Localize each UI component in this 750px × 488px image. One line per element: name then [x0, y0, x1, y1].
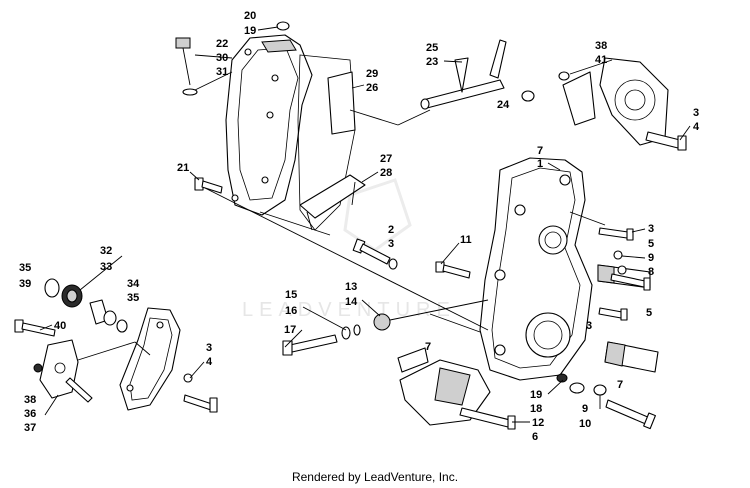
callout-3-right: 3 [648, 223, 654, 235]
sprocket-cover [119, 307, 181, 411]
cover-handle [299, 174, 366, 219]
callout-14: 14 [345, 296, 358, 308]
callout-23: 23 [426, 56, 438, 68]
callout-21: 21 [177, 162, 189, 174]
callout-30: 30 [216, 52, 228, 64]
callout-4-left: 4 [206, 356, 213, 368]
callout-37: 37 [24, 422, 36, 434]
vent-plug [276, 21, 290, 31]
callout-16: 16 [285, 305, 297, 317]
callout-3-center: 3 [388, 238, 394, 250]
cover-bolt-21 [194, 177, 223, 194]
chaincase-cover [225, 34, 313, 216]
drain-plug [556, 373, 585, 394]
callout-34: 34 [127, 278, 140, 290]
left-bearing-stack [44, 278, 128, 333]
tensioner-bolt [459, 407, 516, 430]
callout-labels: 20 19 22 30 31 25 23 38 41 29 26 24 3 4 … [19, 10, 700, 443]
callout-38-left: 38 [24, 394, 36, 406]
callout-41: 41 [595, 54, 607, 66]
callout-9-lower: 9 [582, 403, 588, 415]
case-bolts-right [598, 227, 651, 321]
watermark-text: LEADVENTURE [242, 299, 456, 321]
callout-39: 39 [19, 278, 31, 290]
callout-35-right: 35 [127, 292, 139, 304]
callout-12: 12 [532, 417, 544, 429]
callout-32: 32 [100, 245, 112, 257]
case-bolt-11 [435, 261, 471, 279]
left-bracket [33, 339, 79, 399]
callout-38: 38 [595, 40, 607, 52]
callout-9-right: 9 [648, 252, 654, 264]
callout-15: 15 [285, 289, 297, 301]
callout-8: 8 [648, 266, 654, 278]
lower-case-bolt [593, 384, 656, 430]
sprocket-cover-bolt [183, 373, 218, 413]
callout-7-plate: 7 [425, 341, 431, 353]
callout-31: 31 [216, 66, 228, 78]
chain-tensioner-block [399, 359, 491, 426]
callout-13: 13 [345, 281, 357, 293]
callout-35-left: 35 [19, 262, 31, 274]
callout-7-top: 7 [537, 145, 543, 157]
shift-shaft [420, 39, 535, 110]
watermark-logo: LEADVENTURE [242, 178, 456, 321]
cap-bolt [645, 131, 687, 151]
callout-40: 40 [54, 320, 66, 332]
callout-22: 22 [216, 38, 228, 50]
callout-24: 24 [497, 99, 510, 111]
drop-case [479, 157, 593, 381]
callout-5-lower: 5 [646, 307, 652, 319]
callout-19-drain: 19 [530, 389, 542, 401]
callout-4-top: 4 [693, 121, 700, 133]
callout-7-right: 7 [617, 379, 623, 391]
callout-28: 28 [380, 167, 392, 179]
callout-17: 17 [284, 324, 296, 336]
callout-3-left: 3 [206, 342, 212, 354]
callout-26: 26 [366, 82, 378, 94]
callout-3-case: 3 [586, 320, 592, 332]
callout-11: 11 [460, 234, 472, 246]
upper-center-bolt [352, 238, 398, 270]
guide-plate [397, 347, 429, 373]
callout-3-top: 3 [693, 107, 699, 119]
chaincase-gasket [297, 54, 356, 231]
callout-36: 36 [24, 408, 36, 420]
callout-1: 1 [537, 158, 543, 170]
callout-20: 20 [244, 10, 256, 22]
callout-2: 2 [388, 224, 394, 236]
callout-25: 25 [426, 42, 438, 54]
callout-19: 19 [244, 25, 256, 37]
callout-5-right: 5 [648, 238, 654, 250]
callout-18: 18 [530, 403, 542, 415]
bracket-bolt [65, 377, 93, 403]
footer-credit: Rendered by LeadVenture, Inc. [291, 470, 459, 484]
lower-sprocket-shaft [604, 341, 659, 373]
callout-10: 10 [579, 418, 591, 430]
dipstick [175, 37, 198, 96]
callout-33: 33 [100, 261, 112, 273]
callout-27: 27 [380, 153, 392, 165]
chain-tensioner-bracket [327, 71, 356, 135]
callout-6: 6 [532, 431, 538, 443]
callout-29: 29 [366, 68, 378, 80]
callout-leader-lines [39, 26, 691, 423]
center-bolt-stack [282, 313, 391, 356]
bearing-cap [558, 57, 669, 146]
left-cover-bolt [14, 319, 56, 337]
